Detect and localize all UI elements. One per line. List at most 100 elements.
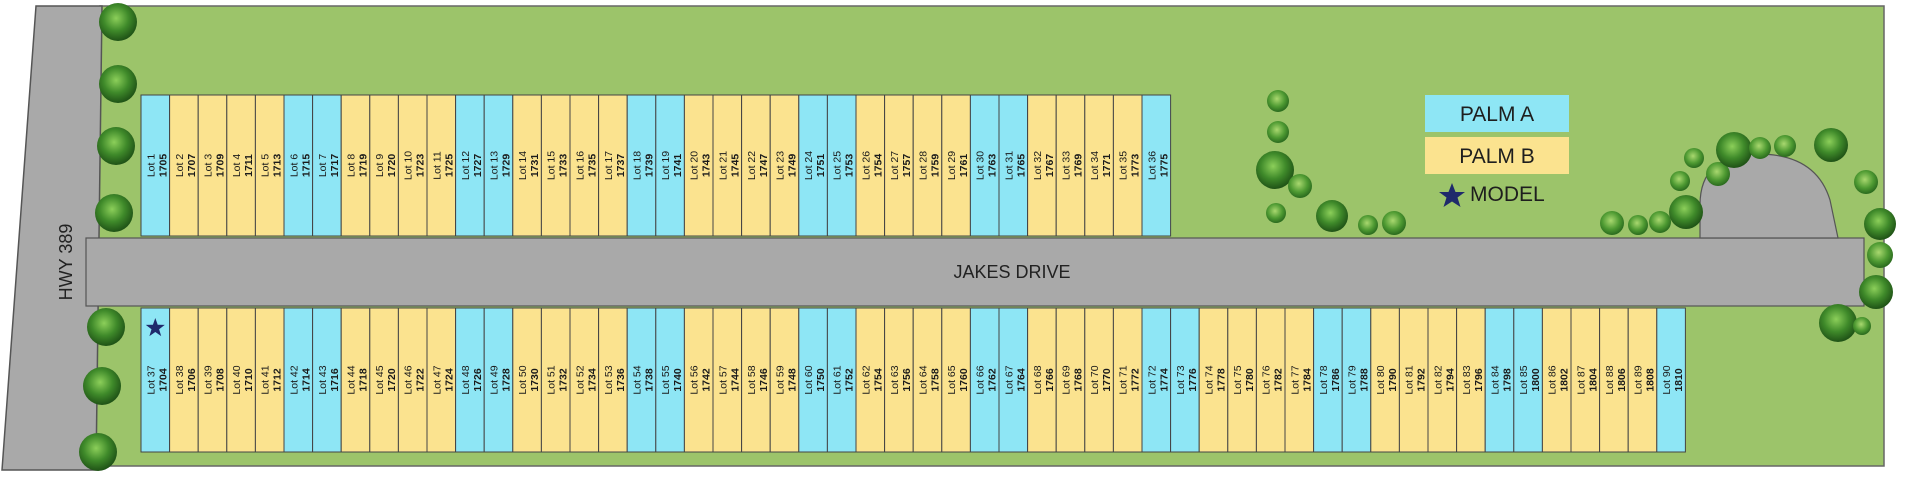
lot[interactable]: Lot 121727: [455, 94, 485, 237]
lot[interactable]: Lot 321767: [1027, 94, 1057, 237]
lot-parcel[interactable]: [483, 94, 514, 237]
lot-parcel[interactable]: [1255, 307, 1286, 453]
lot-parcel[interactable]: [912, 307, 943, 453]
lot[interactable]: Lot 481726: [455, 307, 485, 453]
lot-parcel[interactable]: [798, 307, 828, 453]
lot[interactable]: Lot 391708: [197, 307, 228, 453]
lot[interactable]: Lot 261754: [855, 94, 886, 237]
lot[interactable]: Lot 541738: [626, 307, 657, 453]
lot[interactable]: Lot 21707: [169, 94, 199, 237]
lot[interactable]: Lot 721774: [1141, 307, 1172, 453]
lot-parcel[interactable]: [1141, 94, 1172, 237]
lot[interactable]: Lot 681766: [1027, 307, 1057, 453]
lot[interactable]: Lot 111725: [426, 94, 457, 237]
lot[interactable]: Lot 91720: [369, 94, 399, 237]
lot[interactable]: Lot 101723: [397, 94, 428, 237]
lot[interactable]: Lot 401710: [226, 307, 256, 453]
lot[interactable]: Lot 561742: [683, 307, 714, 453]
lot[interactable]: Lot 581746: [741, 307, 771, 453]
lot-parcel[interactable]: [512, 94, 542, 237]
lot-parcel[interactable]: [169, 307, 199, 453]
lot[interactable]: Lot 311765: [998, 94, 1029, 237]
lot-parcel[interactable]: [1112, 94, 1143, 237]
lot-parcel[interactable]: [941, 94, 971, 237]
lot-parcel[interactable]: [884, 94, 914, 237]
lot[interactable]: Lot 431716: [312, 307, 342, 453]
lot-parcel[interactable]: [683, 307, 714, 453]
lot-parcel[interactable]: [540, 307, 571, 453]
lot[interactable]: Lot 341771: [1084, 94, 1114, 237]
lot[interactable]: Lot 591748: [769, 307, 800, 453]
lot-parcel[interactable]: [1656, 307, 1686, 453]
lot[interactable]: Lot 861802: [1541, 307, 1572, 453]
lot-parcel[interactable]: [283, 307, 314, 453]
lot[interactable]: Lot 451720: [369, 307, 399, 453]
lot[interactable]: Lot 691768: [1055, 307, 1086, 453]
lot-parcel[interactable]: [1284, 307, 1315, 453]
lot-parcel[interactable]: [312, 307, 342, 453]
lot[interactable]: Lot 281759: [912, 94, 943, 237]
lot-parcel[interactable]: [1427, 307, 1458, 453]
lot[interactable]: Lot 821794: [1427, 307, 1458, 453]
lot-parcel[interactable]: [1198, 307, 1229, 453]
lot[interactable]: Lot 131729: [483, 94, 514, 237]
lot[interactable]: Lot 871804: [1570, 307, 1601, 453]
lot[interactable]: Lot 771784: [1284, 307, 1315, 453]
lot-parcel[interactable]: [969, 94, 1000, 237]
lot-parcel[interactable]: [455, 307, 485, 453]
lot-parcel[interactable]: [283, 94, 314, 237]
lot[interactable]: Lot 791788: [1341, 307, 1372, 453]
lot[interactable]: Lot 381706: [169, 307, 199, 453]
lot-parcel[interactable]: [369, 94, 399, 237]
lot-parcel[interactable]: [483, 307, 514, 453]
lot[interactable]: Lot 501730: [512, 307, 542, 453]
lot[interactable]: Lot 291761: [941, 94, 971, 237]
lot[interactable]: Lot 511732: [540, 307, 571, 453]
lot-parcel[interactable]: [712, 94, 743, 237]
lot-parcel[interactable]: [1170, 307, 1200, 453]
lot[interactable]: Lot 141731: [512, 94, 542, 237]
lot[interactable]: Lot 441718: [340, 307, 371, 453]
lot[interactable]: Lot 81719: [340, 94, 371, 237]
lot[interactable]: Lot 891808: [1627, 307, 1658, 453]
lot[interactable]: Lot 751780: [1227, 307, 1257, 453]
lot-parcel[interactable]: [683, 94, 714, 237]
lot[interactable]: Lot 671764: [998, 307, 1029, 453]
lot-parcel[interactable]: [1027, 94, 1057, 237]
lot-parcel[interactable]: [1227, 307, 1257, 453]
lot[interactable]: Lot 51713: [254, 94, 285, 237]
lot-parcel[interactable]: [998, 94, 1029, 237]
lot[interactable]: Lot 711772: [1112, 307, 1143, 453]
lot[interactable]: Lot 271757: [884, 94, 914, 237]
lot[interactable]: Lot 781786: [1313, 307, 1343, 453]
lot-parcel[interactable]: [369, 307, 399, 453]
lot-parcel[interactable]: [397, 94, 428, 237]
lot[interactable]: Lot 181739: [626, 94, 657, 237]
lot-parcel[interactable]: [1599, 307, 1629, 453]
lot[interactable]: Lot 741778: [1198, 307, 1229, 453]
lot-parcel[interactable]: [197, 94, 228, 237]
lot-parcel[interactable]: [140, 94, 171, 237]
lot[interactable]: Lot 801790: [1370, 307, 1400, 453]
lot-parcel[interactable]: [798, 94, 828, 237]
lot-parcel[interactable]: [1541, 307, 1572, 453]
lot-parcel[interactable]: [254, 94, 285, 237]
lot[interactable]: Lot 761782: [1255, 307, 1286, 453]
lot[interactable]: Lot 421714: [283, 307, 314, 453]
lot[interactable]: Lot 461722: [397, 307, 428, 453]
lot[interactable]: Lot 211745: [712, 94, 743, 237]
lot-parcel[interactable]: [312, 94, 342, 237]
lot[interactable]: Lot 191741: [655, 94, 685, 237]
lot-parcel[interactable]: [598, 94, 628, 237]
lot[interactable]: Lot 601750: [798, 307, 828, 453]
lot[interactable]: Lot 351773: [1112, 94, 1143, 237]
lot-parcel[interactable]: [1055, 307, 1086, 453]
lot-parcel[interactable]: [1513, 307, 1543, 453]
lot-parcel[interactable]: [540, 94, 571, 237]
lot[interactable]: Lot 811792: [1398, 307, 1429, 453]
lot[interactable]: Lot 361775: [1141, 94, 1172, 237]
lot[interactable]: Lot 411712: [254, 307, 285, 453]
lot-parcel[interactable]: [426, 307, 457, 453]
lot[interactable]: Lot 611752: [826, 307, 857, 453]
lot[interactable]: Lot 661762: [969, 307, 1000, 453]
